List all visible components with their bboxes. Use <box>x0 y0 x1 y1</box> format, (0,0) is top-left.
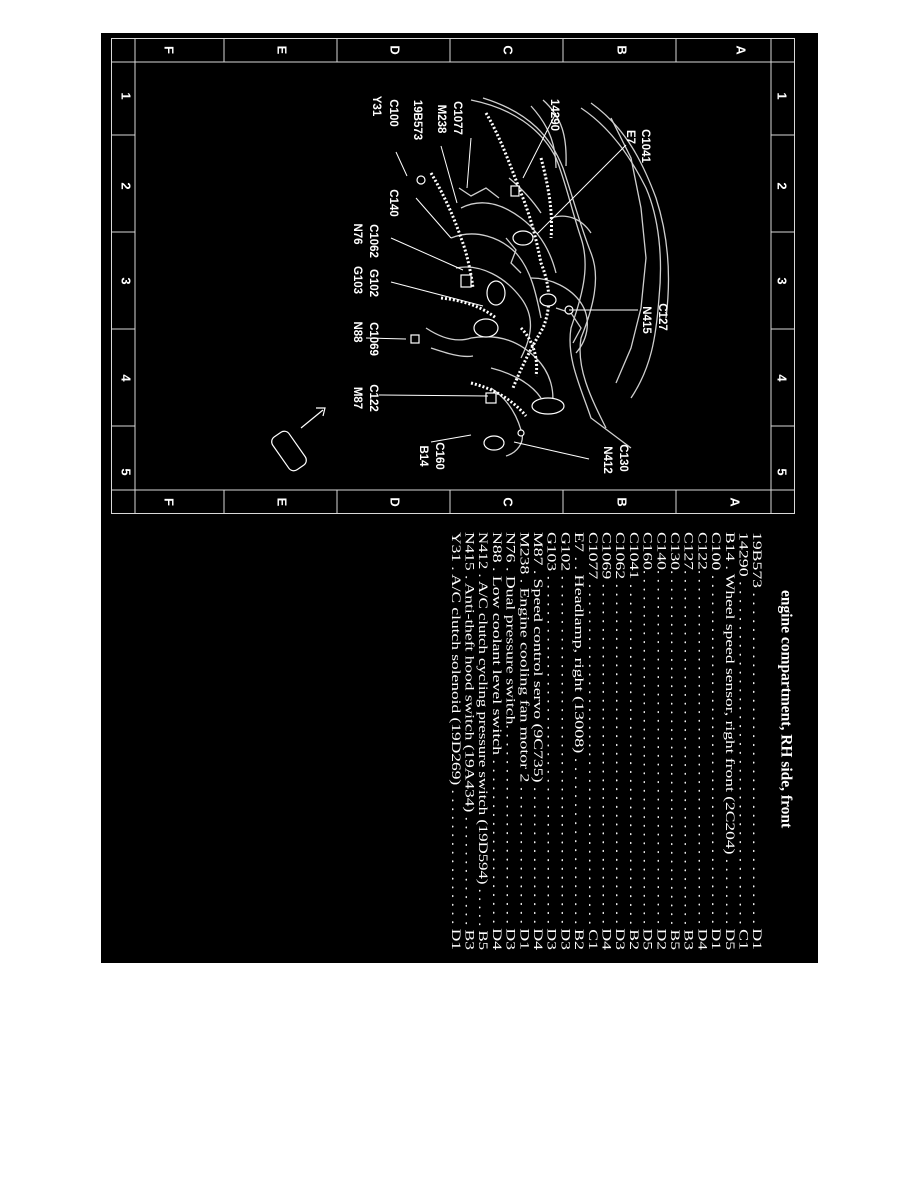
grid-col-5: 5 <box>119 468 134 475</box>
grid-col-1: 1 <box>119 92 134 99</box>
callout-c1062: C1062 <box>367 224 379 258</box>
list-item: G103 . . . . . . . . . . . . . . . . . .… <box>545 532 559 950</box>
list-item: C130. . . . . . . . . . . . . . . . . . … <box>668 532 682 950</box>
diagram-frame <box>111 38 795 514</box>
callout-g102: G102 <box>367 269 379 297</box>
vehicle-orientation-icon <box>271 407 326 472</box>
callout-b14: B14 <box>417 445 429 467</box>
list-item: N412 . A/C clutch cycling pressure switc… <box>476 532 490 950</box>
grid-row-labels-bottom: A B C D E F <box>162 497 743 507</box>
grid-row-f: F <box>162 498 177 506</box>
component-shapes <box>410 175 574 451</box>
grid-row-f: F <box>162 46 177 54</box>
list-item: B14 . Wheel speed sensor, right front (2… <box>723 532 737 950</box>
grid-column-labels-left: 1 2 3 4 5 <box>119 92 134 475</box>
list-item: N415 . Anti-theft hood switch (19A434) .… <box>463 532 477 950</box>
list-item: C122. . . . . . . . . . . . . . . . . . … <box>695 532 709 950</box>
callout-c100: C100 <box>387 99 399 127</box>
callout-c1069: C1069 <box>367 322 379 356</box>
callout-c1077: C1077 <box>451 101 463 135</box>
list-item: M238 . Engine cooling fan motor 2 . . . … <box>517 532 531 950</box>
grid-ticks <box>111 38 795 514</box>
list-item: C1077 . . . . . . . . . . . . . . . . . … <box>586 532 600 950</box>
list-item: N76 . Dual pressure switch. . . . . . . … <box>504 532 518 950</box>
callout-c127: C127 <box>656 303 668 331</box>
grid-row-e: E <box>275 46 290 55</box>
component-legend: engine compartment, RH side, front 19B57… <box>449 532 795 950</box>
callout-n76: N76 <box>351 223 363 244</box>
callout-n412: N412 <box>601 446 613 474</box>
callout-n88: N88 <box>351 321 363 343</box>
grid-row-a: A <box>734 45 749 55</box>
leader-lines <box>365 112 638 460</box>
grid-col-2: 2 <box>119 182 134 189</box>
grid-col-4: 4 <box>775 374 790 382</box>
list-item: Y31 . A/C clutch solenoid (19D269) . . .… <box>449 532 463 950</box>
grid-row-labels-top: A B C D E F <box>162 45 749 55</box>
callout-c130: C130 <box>617 444 629 472</box>
legend-title: engine compartment, RH side, front <box>777 590 794 829</box>
callout-c160: C160 <box>433 442 445 470</box>
callout-g103: G103 <box>351 266 363 294</box>
list-item: G102 . . . . . . . . . . . . . . . . . .… <box>558 532 572 950</box>
grid-row-c: C <box>501 45 516 55</box>
callout-n415: N415 <box>640 306 652 334</box>
grid-row-c: C <box>501 497 516 507</box>
grid-row-b: B <box>615 497 630 506</box>
callout-m87: M87 <box>351 387 363 409</box>
list-item: 19B573 . . . . . . . . . . . . . . . . .… <box>750 532 764 950</box>
callout-labels: C1041 E7 14290 C1077 M238 19B573 C100 Y3… <box>351 96 668 474</box>
list-item: C160. . . . . . . . . . . . . . . . . . … <box>641 532 655 950</box>
grid-col-1: 1 <box>775 92 790 99</box>
callout-c122: C122 <box>367 384 379 412</box>
grid-row-b: B <box>615 45 630 54</box>
list-item: C100 . . . . . . . . . . . . . . . . . .… <box>709 532 723 950</box>
engine-compartment-drawing: A B C D E F A B C D E F 1 2 3 4 5 1 2 3 … <box>111 38 795 514</box>
list-item: C1041 . . . . . . . . . . . . . . . . . … <box>627 532 641 950</box>
grid-row-d: D <box>388 497 403 506</box>
legend-items: 19B573 . . . . . . . . . . . . . . . . .… <box>449 532 764 950</box>
list-item: C1069 . . . . . . . . . . . . . . . . . … <box>600 532 614 950</box>
list-item: C127. . . . . . . . . . . . . . . . . . … <box>682 532 696 950</box>
grid-col-5: 5 <box>775 468 790 475</box>
callout-m238: M238 <box>435 105 447 134</box>
list-item: N88 . Low coolant level switch . . . . .… <box>490 532 504 950</box>
callout-c140: C140 <box>387 189 399 217</box>
list-item: C1062 . . . . . . . . . . . . . . . . . … <box>613 532 627 950</box>
grid-col-3: 3 <box>119 277 134 284</box>
list-item: M87 . Speed control servo (9C735) . . . … <box>531 532 545 950</box>
grid-column-labels-right: 1 2 3 4 5 <box>775 92 790 475</box>
callout-c1041: C1041 <box>639 129 651 163</box>
grid-row-e: E <box>275 498 290 507</box>
list-item: 14290 . . . . . . . . . . . . . . . . . … <box>737 532 751 950</box>
list-item: C140. . . . . . . . . . . . . . . . . . … <box>654 532 668 950</box>
grid-col-4: 4 <box>119 374 134 382</box>
callout-19b573: 19B573 <box>411 100 423 140</box>
grid-row-a: A <box>728 497 743 507</box>
callout-14290: 14290 <box>548 99 560 131</box>
wire-harness <box>429 112 553 417</box>
list-item: E7 . . Headlamp, right (13008) . . . . .… <box>572 532 586 950</box>
callout-y31: Y31 <box>370 96 382 117</box>
grid-col-3: 3 <box>775 277 790 284</box>
grid-row-d: D <box>388 45 403 54</box>
grid-col-2: 2 <box>775 182 790 189</box>
callout-e7: E7 <box>624 130 636 144</box>
